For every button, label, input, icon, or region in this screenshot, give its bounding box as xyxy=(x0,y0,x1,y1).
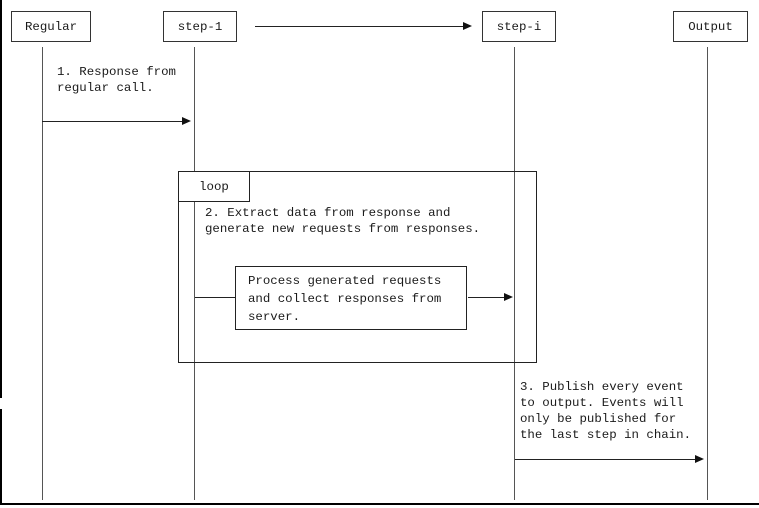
actor-label-output: Output xyxy=(688,19,733,34)
lifeline-output xyxy=(707,47,708,500)
actor-box-step-i: step-i xyxy=(482,11,556,42)
header-arrow-line xyxy=(255,26,465,27)
lifeline-step-1 xyxy=(194,47,195,500)
message-3-arrowhead-icon xyxy=(695,455,704,463)
message-3-text: 3. Publish every event to output. Events… xyxy=(520,380,692,442)
loop-label: loop xyxy=(199,179,229,194)
message-1-text: 1. Response from regular call. xyxy=(57,65,176,95)
loop-fragment xyxy=(178,171,537,363)
message-3-arrow-line xyxy=(515,459,696,460)
page-left-border xyxy=(0,0,2,505)
process-box: Process generated requests and collect r… xyxy=(235,266,467,330)
actor-label-step-i: step-i xyxy=(496,19,542,34)
message-1-arrow-line xyxy=(42,121,183,122)
page-bottom-border xyxy=(0,503,759,505)
loop-label-box: loop xyxy=(178,171,250,202)
process-connector-right xyxy=(468,297,504,298)
left-border-notch xyxy=(0,398,3,409)
message-2-text: 2. Extract data from response and genera… xyxy=(205,206,481,236)
actor-label-regular: Regular xyxy=(24,19,78,34)
lifeline-regular xyxy=(42,47,43,500)
lifeline-step-i xyxy=(514,47,515,500)
actor-label-step-1: step-1 xyxy=(177,19,223,34)
actor-box-output: Output xyxy=(673,11,748,42)
process-arrowhead-icon xyxy=(504,293,513,301)
message-1-arrowhead-icon xyxy=(182,117,191,125)
process-connector-left xyxy=(195,297,235,298)
process-box-text: Process generated requests and collect r… xyxy=(248,274,442,324)
actor-box-regular: Regular xyxy=(11,11,91,42)
header-arrowhead-icon xyxy=(463,22,472,30)
actor-box-step-1: step-1 xyxy=(163,11,237,42)
